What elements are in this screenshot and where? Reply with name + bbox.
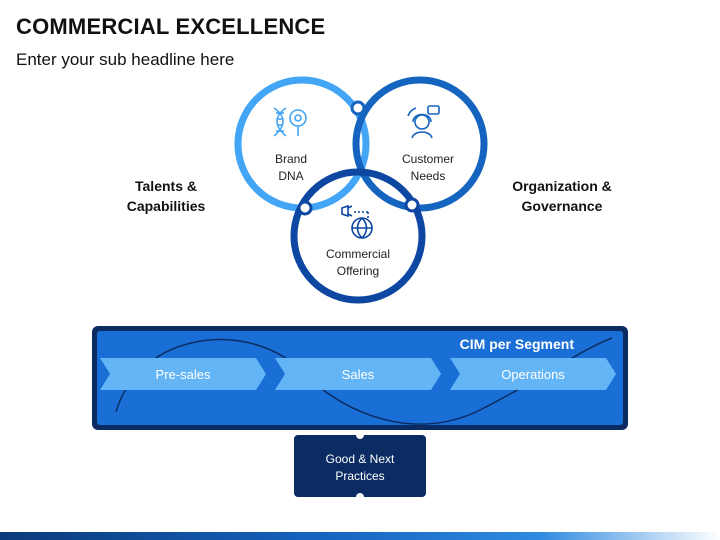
badge-shape xyxy=(294,435,426,497)
customer-needs-label-line-2: Needs xyxy=(411,169,446,183)
stage-label-operations: Operations xyxy=(501,367,565,382)
commercial-offering-label-line-2: Offering xyxy=(337,264,379,278)
customer-support-icon xyxy=(407,105,440,139)
organization-governance-label: Organization & Governance xyxy=(498,176,626,216)
talents-label-line-1: Talents & xyxy=(135,178,197,194)
page-subtitle: Enter your sub headline here xyxy=(16,50,235,69)
page-title: COMMERCIAL EXCELLENCE xyxy=(16,14,326,39)
brand-dna-label-line-2: DNA xyxy=(278,169,303,183)
stage-label-pre-sales: Pre-sales xyxy=(156,367,211,382)
customer-needs-circle[interactable] xyxy=(352,76,488,212)
organization-label-line-2: Governance xyxy=(521,198,603,214)
cim-band: CIM per Segment Pre-sales Sales Operatio… xyxy=(92,326,628,430)
globe-megaphone-icon xyxy=(341,204,373,239)
intersection-dot xyxy=(404,197,420,213)
organization-label-line-1: Organization & xyxy=(512,178,612,194)
intersection-dot xyxy=(297,200,313,216)
brand-dna-label-line-1: Brand xyxy=(275,152,307,166)
badge-label-line-2: Practices xyxy=(335,469,384,483)
cim-band-title: CIM per Segment xyxy=(460,336,575,352)
stage-chevron-pre-sales[interactable] xyxy=(100,358,266,390)
commercial-offering-circle[interactable] xyxy=(290,168,426,304)
footer-gradient-bar xyxy=(0,532,720,540)
dna-icon xyxy=(273,107,307,137)
stage-chevron-sales[interactable] xyxy=(275,358,441,390)
intersection-dot xyxy=(350,100,366,116)
badge-label-line-1: Good & Next xyxy=(326,452,395,466)
talents-capabilities-label: Talents & Capabilities xyxy=(106,176,226,216)
practices-badge[interactable]: Good & Next Practices xyxy=(294,435,426,497)
brand-dna-circle[interactable] xyxy=(234,76,370,212)
customer-needs-label-line-1: Customer xyxy=(402,152,454,166)
stage-label-sales: Sales xyxy=(342,367,375,382)
venn-circles xyxy=(234,76,488,304)
commercial-offering-label-line-1: Commercial xyxy=(326,247,390,261)
stage-chevron-operations[interactable] xyxy=(450,358,616,390)
talents-label-line-2: Capabilities xyxy=(126,198,206,214)
